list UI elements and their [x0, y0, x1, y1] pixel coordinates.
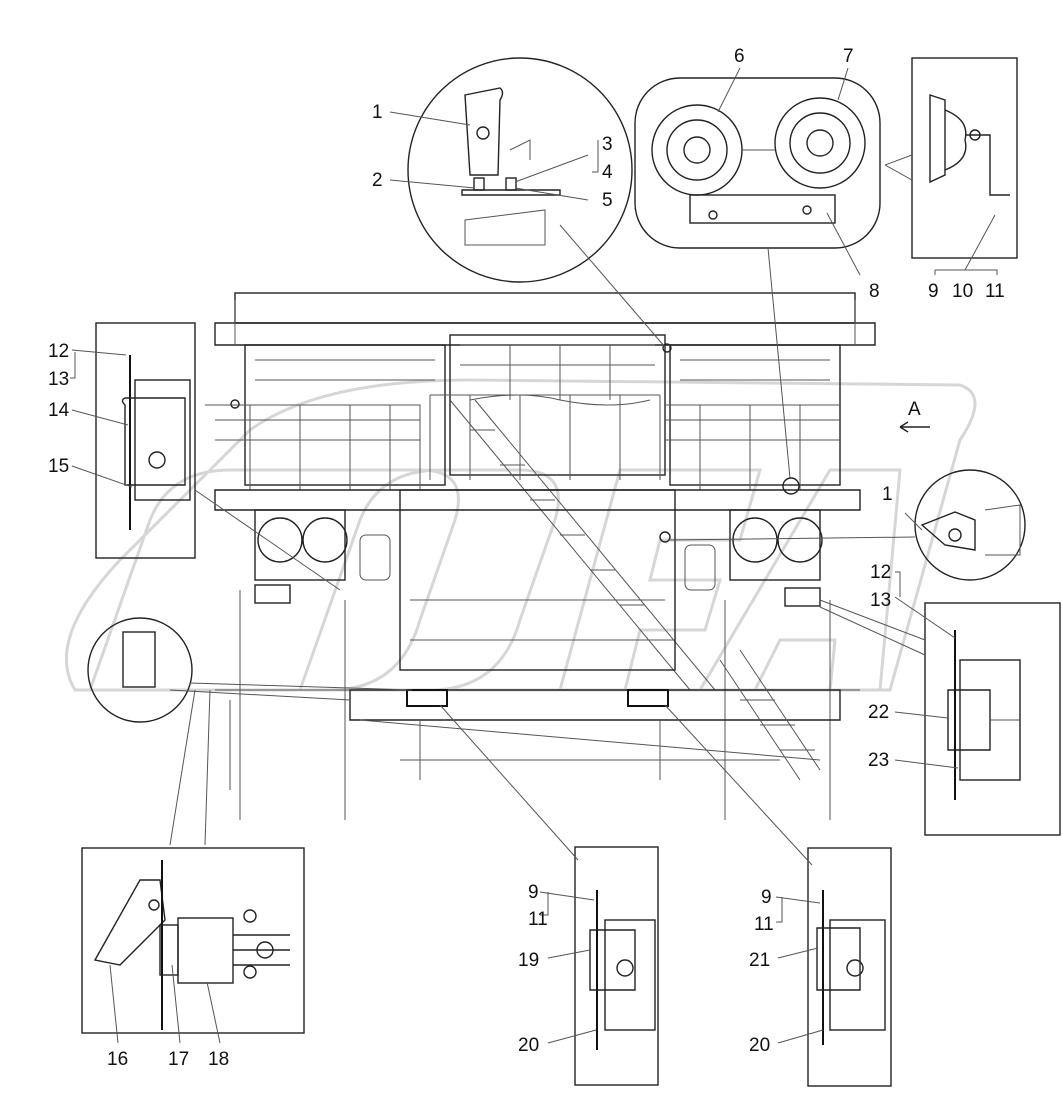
detail-lamp-bottom-mid [439, 704, 659, 1086]
callout-12-left: 12 [48, 341, 69, 362]
callout-23: 23 [868, 750, 889, 771]
callout-18: 18 [208, 1049, 229, 1070]
callout-2: 2 [372, 170, 383, 191]
callout-9-right: 9 [761, 887, 772, 908]
callout-3: 3 [602, 134, 613, 155]
callout-9-mid: 9 [528, 882, 539, 903]
callout-22: 22 [868, 702, 889, 723]
detail-lamp-right [819, 599, 1061, 836]
callout-4: 4 [602, 162, 613, 183]
callout-1-top: 1 [372, 102, 383, 123]
detail-bracket-top [407, 57, 666, 348]
callout-16: 16 [107, 1049, 128, 1070]
callout-6: 6 [734, 46, 745, 67]
callout-19: 19 [518, 950, 539, 971]
detail-lamp-left [95, 322, 341, 591]
callout-labels: 1 2 3 4 5 6 7 8 9 10 11 12 13 14 15 A 1 … [48, 46, 1005, 1070]
leader-lines [70, 67, 998, 1044]
detail-horns [634, 77, 881, 479]
callout-12-right: 12 [870, 562, 891, 583]
detail-switch [81, 847, 305, 1034]
callout-11-right: 11 [754, 914, 774, 935]
view-label-a: A [908, 399, 921, 420]
detail-horn-side [884, 57, 1018, 259]
callout-11-top: 11 [985, 281, 1005, 302]
detail-bracket-right [667, 469, 1026, 581]
callout-8: 8 [869, 281, 880, 302]
callout-11-mid: 11 [528, 909, 548, 930]
callout-17: 17 [168, 1049, 189, 1070]
machine-rear-view [205, 292, 930, 820]
callout-9-top: 9 [928, 281, 939, 302]
callout-21: 21 [749, 950, 770, 971]
callout-5: 5 [602, 190, 613, 211]
detail-switch-circle [87, 617, 413, 846]
callout-1-right: 1 [882, 484, 893, 505]
callout-15: 15 [48, 456, 69, 477]
detail-lamp-bottom-right [664, 704, 892, 1087]
callout-13-right: 13 [870, 590, 891, 611]
callout-10: 10 [952, 281, 973, 302]
callout-13-left: 13 [48, 369, 69, 390]
watermark-logo [64, 378, 977, 692]
callout-14: 14 [48, 400, 70, 421]
callout-20-mid: 20 [518, 1035, 539, 1056]
callout-20-right: 20 [749, 1035, 770, 1056]
callout-7: 7 [843, 46, 854, 67]
